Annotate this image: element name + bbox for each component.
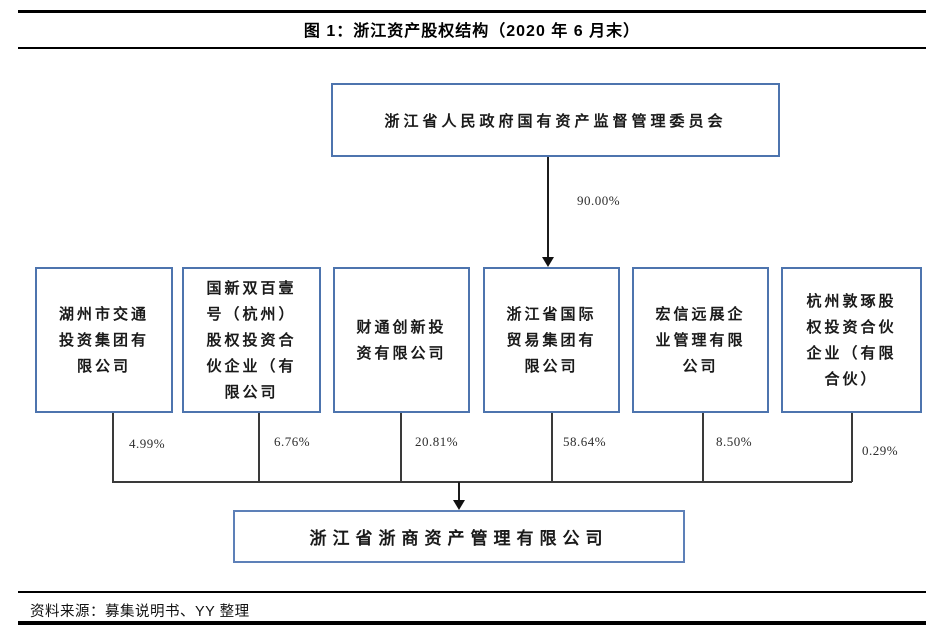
node-shareholder-1: 湖州市交通 投资集团有 限公司 bbox=[35, 267, 173, 413]
footer-bottom-rule bbox=[18, 621, 926, 625]
node-parent-sasac: 浙江省人民政府国有资产监督管理委员会 bbox=[331, 83, 780, 157]
node-shareholder-3-label: 财通创新投 资有限公司 bbox=[356, 318, 447, 362]
figure-title: 图 1：浙江资产股权结构（2020 年 6 月末） bbox=[303, 23, 641, 40]
edge-parent-line bbox=[547, 157, 549, 259]
ownership-label-parent: 90.00% bbox=[577, 193, 621, 208]
ownership-label-2: 6.76% bbox=[274, 434, 311, 449]
edge-subsidiary-line bbox=[458, 482, 460, 503]
ownership-label-1: 4.99% bbox=[129, 436, 166, 451]
edge-shareholder-3-line bbox=[400, 413, 402, 482]
node-shareholder-6: 杭州敦琢股 权投资合伙 企业（有限 合伙） bbox=[781, 267, 922, 413]
node-shareholder-2-label: 国新双百壹 号（杭州） 股权投资合 伙企业（有 限公司 bbox=[206, 279, 297, 401]
node-shareholder-3: 财通创新投 资有限公司 bbox=[333, 267, 470, 413]
arrow-down-icon bbox=[542, 257, 554, 267]
node-shareholder-5: 宏信远展企 业管理有限 公司 bbox=[632, 267, 769, 413]
ownership-label-4: 58.64% bbox=[563, 434, 607, 449]
node-shareholder-5-label: 宏信远展企 业管理有限 公司 bbox=[655, 305, 746, 375]
node-subsidiary-label: 浙江省浙商资产管理有限公司 bbox=[309, 529, 609, 549]
ownership-label-5: 8.50% bbox=[716, 434, 753, 449]
node-parent-label: 浙江省人民政府国有资产监督管理委员会 bbox=[384, 111, 727, 130]
ownership-label-3: 20.81% bbox=[415, 434, 459, 449]
edge-shareholder-4-line bbox=[551, 413, 553, 482]
node-shareholder-1-label: 湖州市交通 投资集团有 限公司 bbox=[58, 305, 149, 375]
footer-top-rule bbox=[18, 591, 926, 593]
node-shareholder-4: 浙江省国际 贸易集团有 限公司 bbox=[483, 267, 620, 413]
node-shareholder-2: 国新双百壹 号（杭州） 股权投资合 伙企业（有 限公司 bbox=[182, 267, 321, 413]
title-underline-rule bbox=[18, 47, 926, 49]
source-note: 资料来源：募集说明书、YY 整理 bbox=[30, 604, 250, 620]
ownership-label-6: 0.29% bbox=[862, 443, 899, 458]
edge-shareholder-2-line bbox=[258, 413, 260, 482]
top-rule bbox=[18, 10, 926, 13]
edge-shareholder-5-line bbox=[702, 413, 704, 482]
node-subsidiary: 浙江省浙商资产管理有限公司 bbox=[233, 510, 685, 563]
arrow-down-icon bbox=[453, 500, 465, 510]
node-shareholder-4-label: 浙江省国际 贸易集团有 限公司 bbox=[506, 305, 597, 375]
node-shareholder-6-label: 杭州敦琢股 权投资合伙 企业（有限 合伙） bbox=[806, 292, 897, 388]
edge-shareholder-1-line bbox=[112, 413, 114, 482]
edge-bus-line bbox=[112, 481, 852, 483]
edge-shareholder-6-line bbox=[851, 413, 853, 482]
